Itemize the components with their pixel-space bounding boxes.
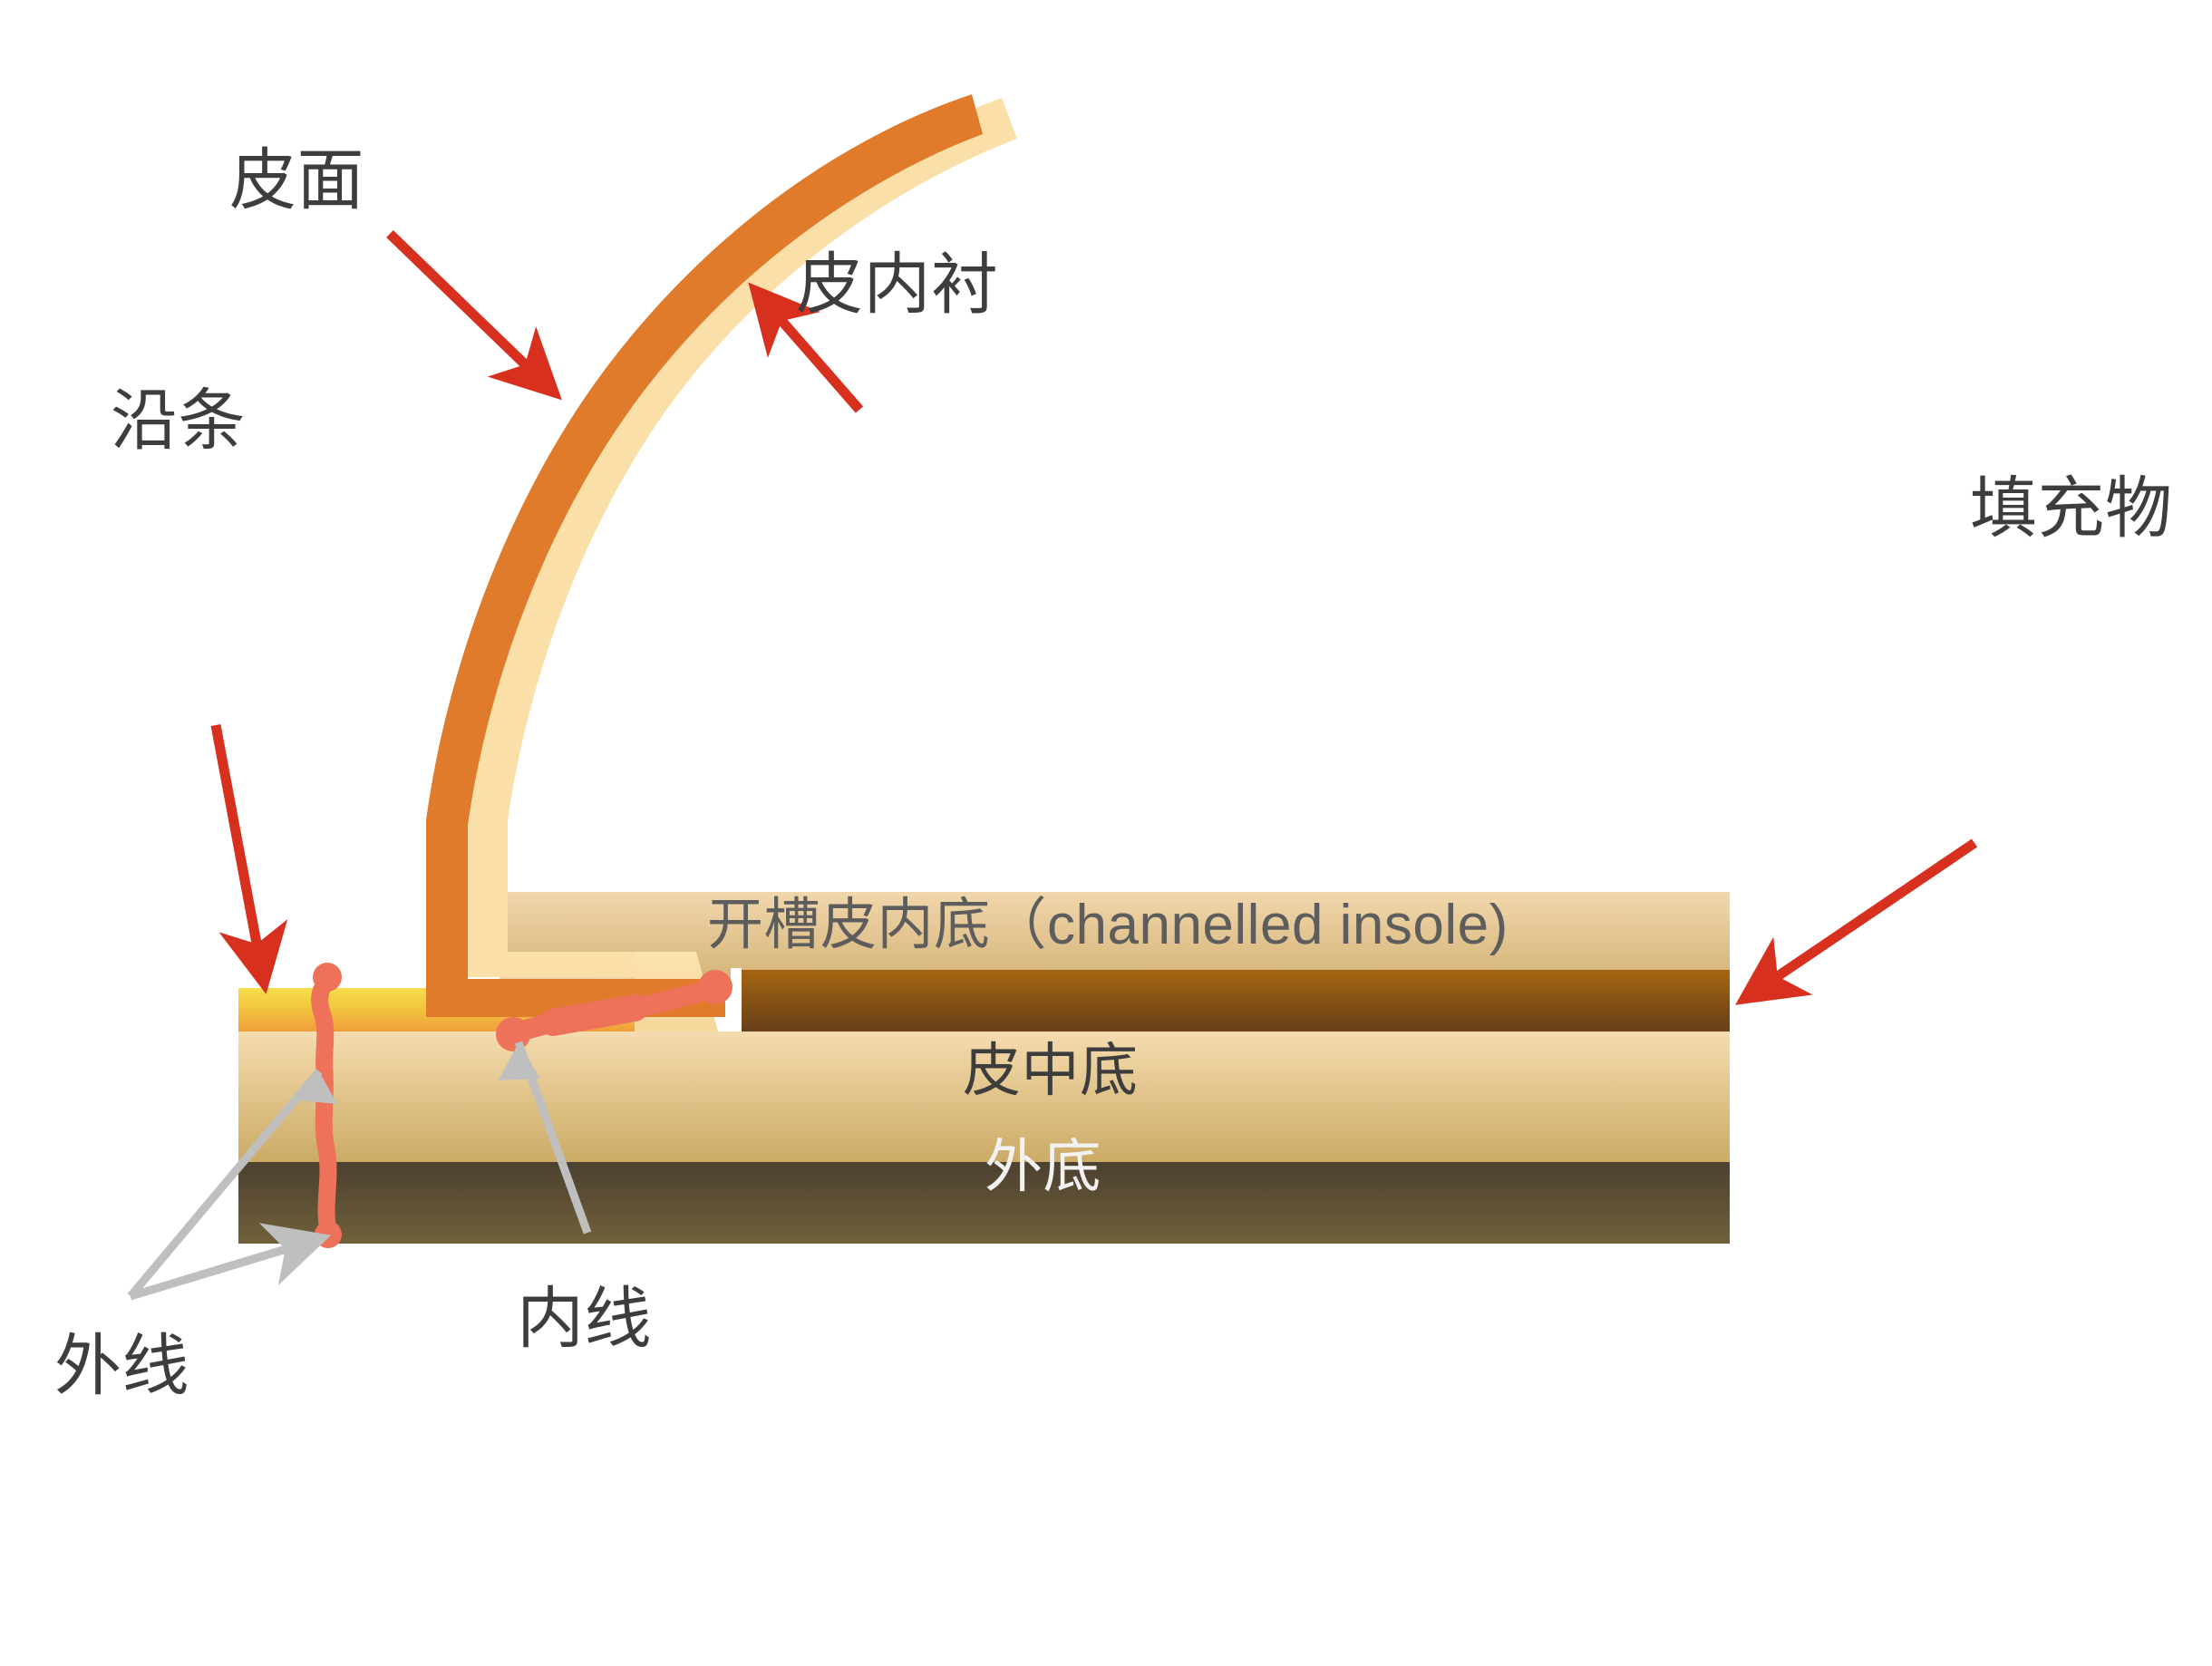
callout-arrow-welt xyxy=(210,723,288,994)
callout-arrow-filler xyxy=(1735,838,1978,1005)
midsole-layer xyxy=(238,1032,1730,1162)
label-filler: 填充物 xyxy=(1970,470,2173,546)
callout-arrow-upper xyxy=(386,230,562,401)
callout-arrow-lining xyxy=(748,282,864,413)
label-outseam: 外线 xyxy=(54,1328,189,1403)
upper-leather-curve xyxy=(426,94,983,1017)
callout-arrow-inseam xyxy=(499,1041,592,1235)
callout-arrow-outseam xyxy=(127,1069,337,1301)
label-midsole: 皮中底 xyxy=(963,1038,1139,1103)
outsole-layer xyxy=(238,1162,1730,1244)
label-leather-lining: 皮内衬 xyxy=(796,247,999,322)
label-upper-leather: 皮面 xyxy=(229,142,364,218)
label-welt: 沿条 xyxy=(111,383,246,458)
inseam-thread xyxy=(496,970,732,1051)
label-outsole: 外底 xyxy=(985,1134,1101,1199)
filler-band xyxy=(742,970,1730,1032)
label-inseam: 内线 xyxy=(517,1281,652,1356)
label-channelled-insole: 开槽皮内底（channelled insole) xyxy=(707,894,1509,956)
